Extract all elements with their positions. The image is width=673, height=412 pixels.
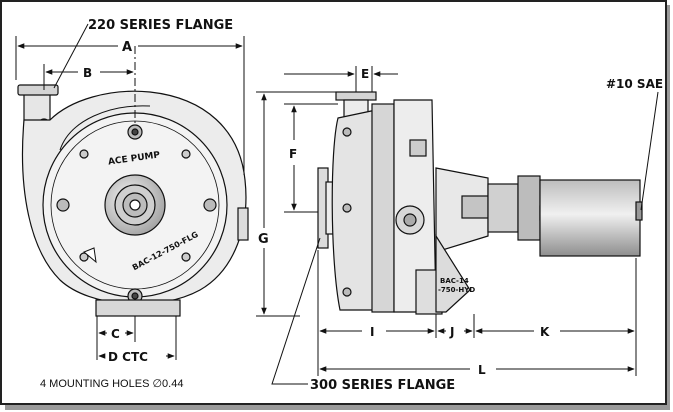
discharge-flange-220 [17,84,59,96]
adapter-mark-2: -750-HYD [438,286,475,294]
dim-d-label: D CTC [108,350,148,364]
dim-i-label: I [370,325,374,339]
front-dimensions [15,23,342,360]
rotation-arrow-icon [83,247,97,264]
flange-300-label: 300 SERIES FLANGE [310,378,455,393]
dim-e-label: E [361,67,369,81]
front-view-pump [17,84,249,317]
dim-j-label: J [449,325,454,339]
backplate [371,103,395,313]
volute-contour [59,105,151,151]
support-gusset [435,233,471,313]
dim-k-label: K [540,325,550,339]
mounting-foot [95,299,181,317]
motor-mount [517,175,541,241]
side-dimensions [271,66,659,385]
motor-flange [487,183,519,233]
flange-300-leader [271,237,321,385]
dim-c-label: C [111,327,120,341]
side-discharge-flange [335,91,377,101]
sae-port [635,201,643,221]
sae-label: #10 SAE [606,77,663,91]
shaft-bore [129,199,141,211]
dim-b-label: B [83,66,92,80]
side-view-pump [317,91,643,315]
bolt-left [56,198,70,212]
shaft-coupling [461,195,489,219]
dim-l-label: L [478,363,486,377]
dim-a-label: A [122,40,132,55]
dim-g-label: G [258,232,269,247]
mounting-holes-note: 4 MOUNTING HOLES ∅0.44 [40,378,183,390]
sae-leader [640,91,659,211]
bolt-right [203,198,217,212]
casing-lug [237,207,249,241]
hydraulic-motor [539,179,641,257]
adapter-mark-1: BAC-14 [440,277,469,285]
flange-220-leader [53,23,89,89]
dim-f-label: F [289,147,297,161]
flange-220-label: 220 SERIES FLANGE [88,18,233,33]
